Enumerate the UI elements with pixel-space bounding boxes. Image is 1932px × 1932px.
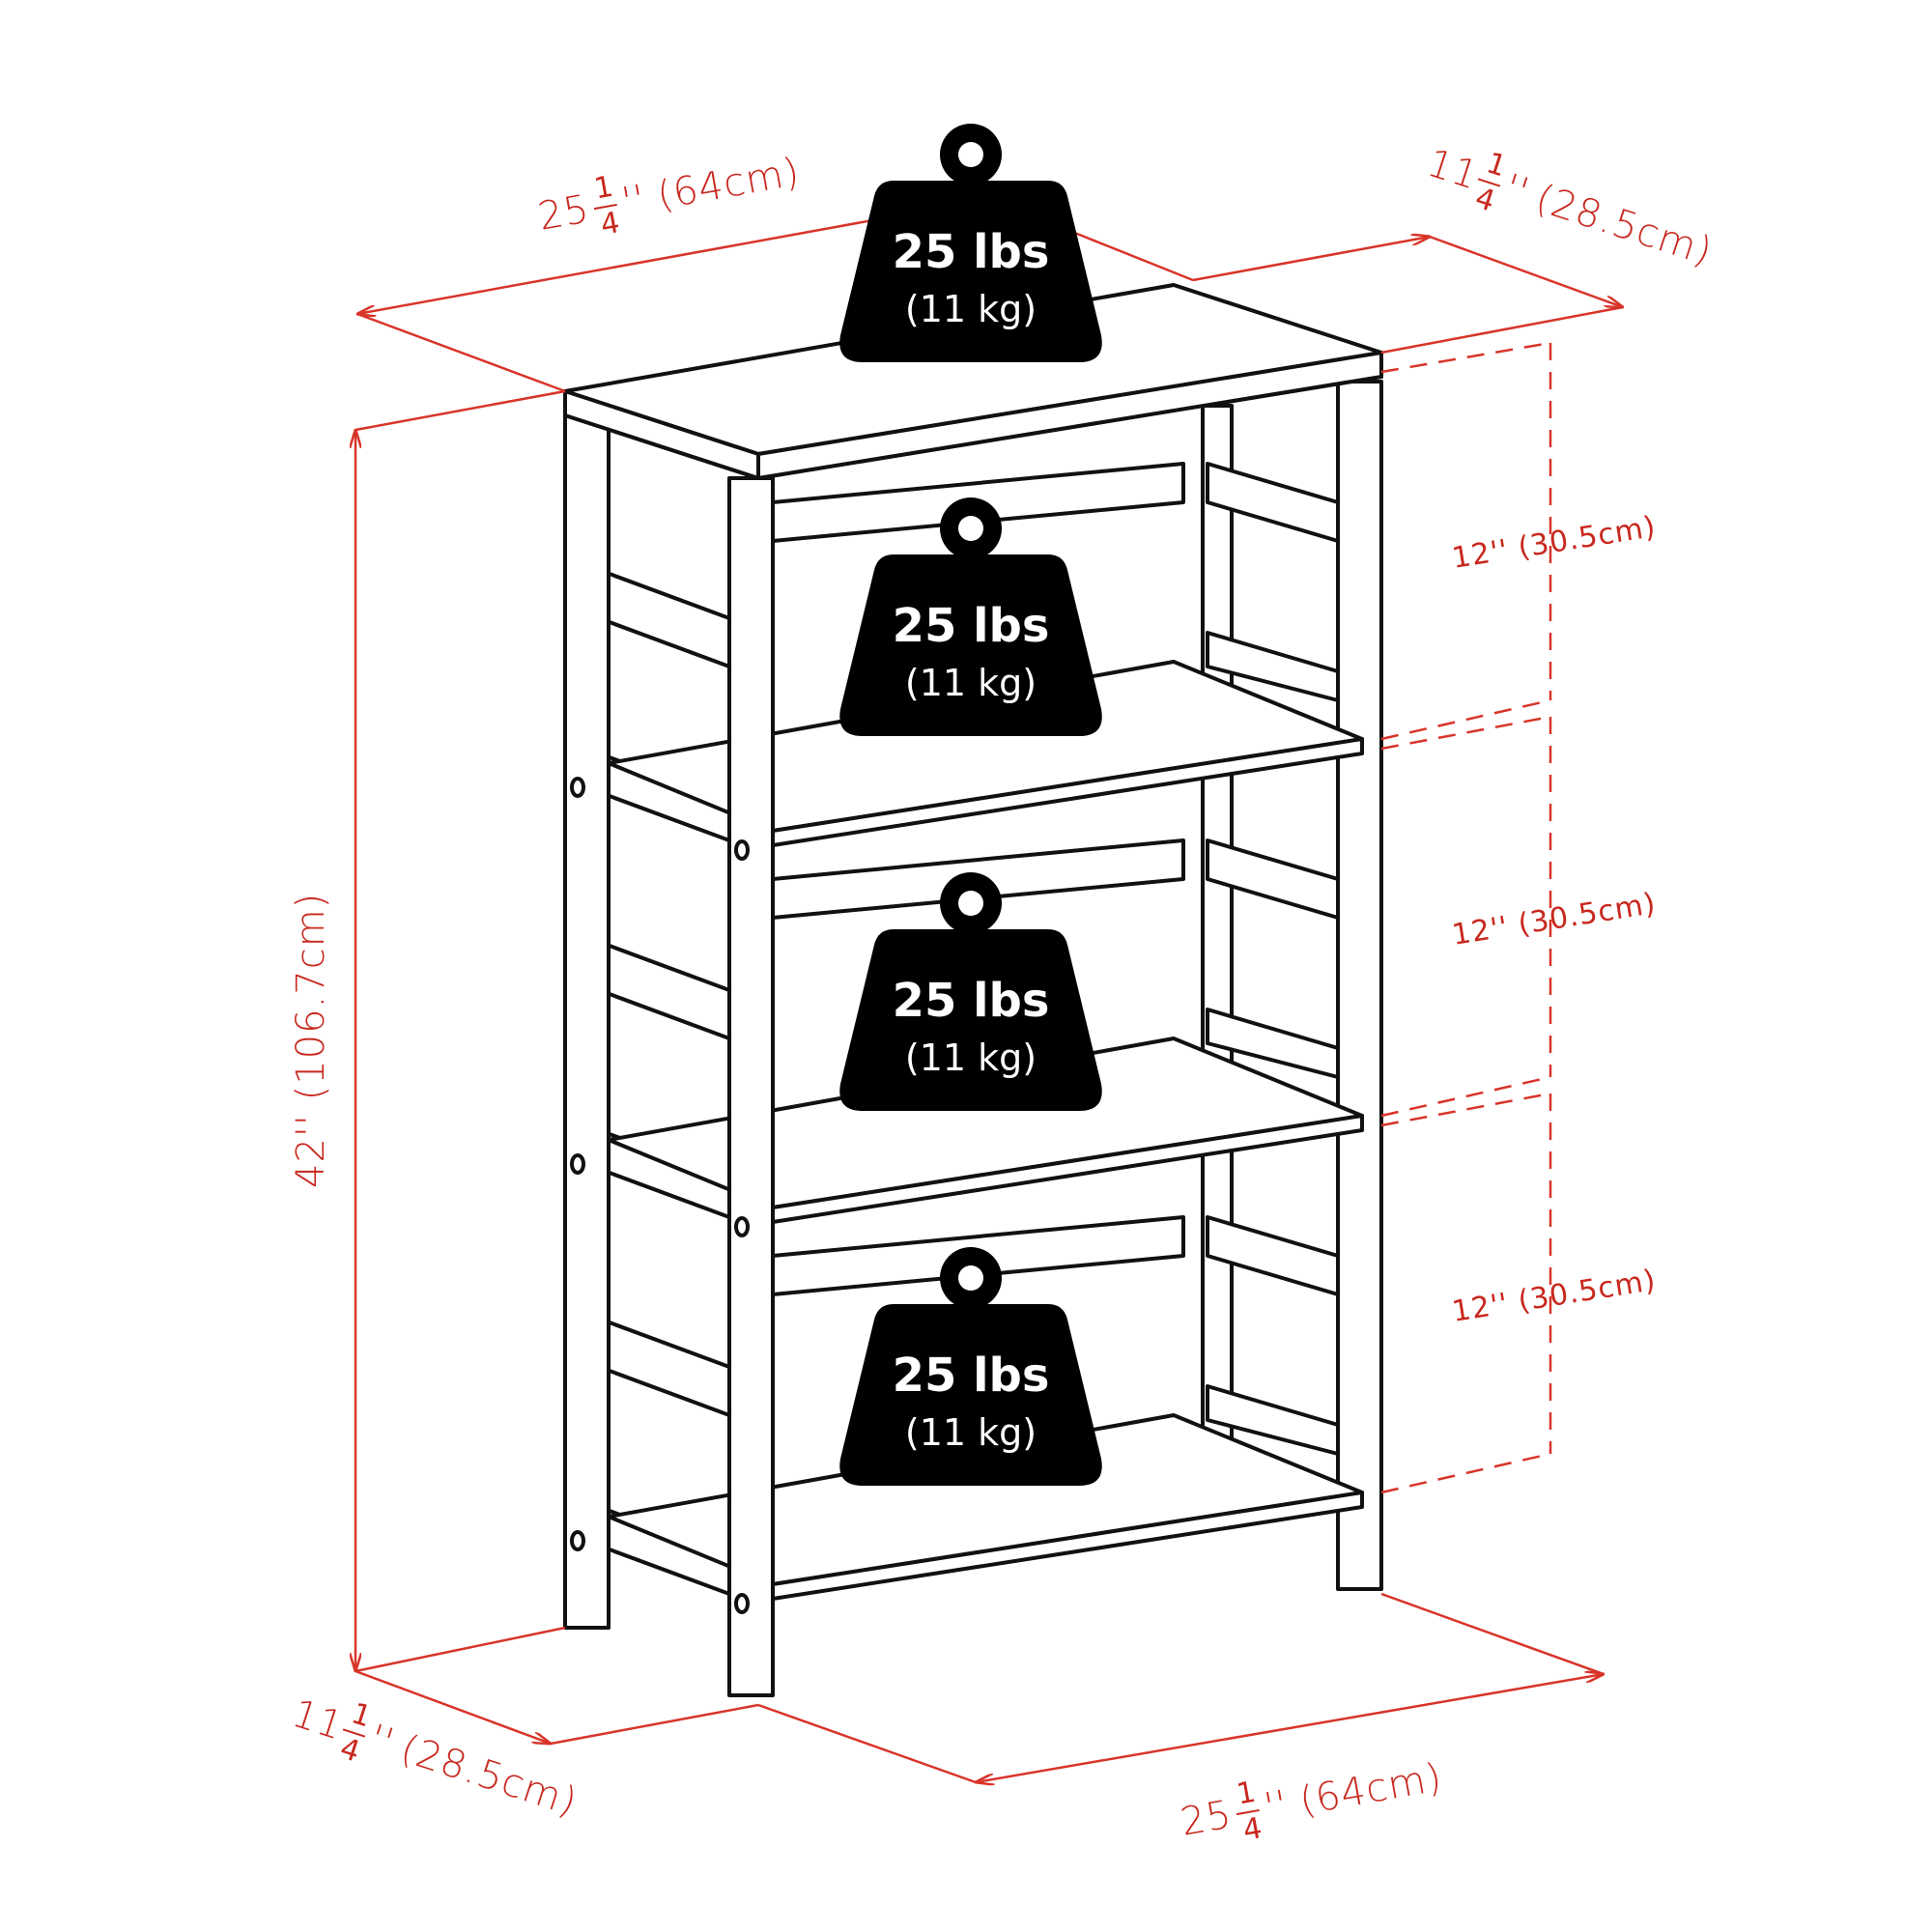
svg-text:1: 1 (592, 170, 616, 207)
svg-text:(28.5cm): (28.5cm) (395, 1726, 582, 1825)
svg-text:25: 25 (1178, 1792, 1236, 1844)
dim-bottom-depth: 11 1 4 '' (28.5cm) (287, 1691, 582, 1826)
weight-kg-label: (11 kg) (905, 1037, 1037, 1079)
left-side-rails (597, 568, 731, 1596)
svg-text:1: 1 (347, 1696, 375, 1734)
weight-icon-4: 25 lbs (11 kg) (839, 1247, 1102, 1486)
svg-text:(28.5cm): (28.5cm) (1530, 176, 1718, 274)
dim-top-width: 25 1 4 '' (64cm) (535, 150, 804, 242)
weight-icons: 25 lbs(11 kg)25 lbs(11 kg)25 lbs(11 kg)2… (839, 124, 1102, 1486)
dimension-lines (355, 215, 1623, 1782)
weight-kg-label: (11 kg) (905, 288, 1037, 330)
svg-text:(64cm): (64cm) (654, 150, 804, 218)
svg-text:'': '' (364, 1717, 400, 1766)
weight-icon-2: 25 lbs (11 kg) (839, 497, 1102, 736)
weight-body (839, 181, 1102, 362)
dowel-holes (570, 777, 750, 1614)
svg-text:11: 11 (287, 1691, 350, 1749)
shelves (607, 660, 1364, 1601)
dim-shelf-spacing-2: 12'' (30.5cm) (1450, 887, 1659, 952)
weight-ring-hole (958, 891, 983, 916)
dim-shelf-spacing-3: 12'' (30.5cm) (1450, 1264, 1659, 1329)
weight-icon-3: 25 lbs (11 kg) (839, 872, 1102, 1111)
weight-body (839, 929, 1102, 1111)
right-side-rails (1206, 462, 1340, 1456)
weight-ring-hole (958, 1265, 983, 1291)
weight-body (839, 554, 1102, 736)
back-inner-post (1201, 404, 1234, 1451)
weight-ring-hole (958, 142, 983, 167)
weight-ring-hole (958, 516, 983, 541)
weight-icon-1: 25 lbs (11 kg) (839, 124, 1102, 362)
front-corner-post (727, 476, 775, 1697)
svg-text:'': '' (1499, 166, 1535, 215)
svg-text:'': '' (1261, 1782, 1292, 1830)
dim-bottom-width: 25 1 4 '' (64cm) (1178, 1755, 1446, 1848)
weight-kg-label: (11 kg) (905, 1411, 1037, 1454)
svg-text:4: 4 (336, 1731, 364, 1769)
svg-text:25: 25 (535, 186, 593, 239)
svg-text:1: 1 (1235, 1776, 1259, 1812)
dim-height: 42'' (106.7cm) (289, 893, 333, 1188)
svg-text:11: 11 (1422, 141, 1485, 199)
dim-top-depth: 11 1 4 '' (28.5cm) (1422, 141, 1718, 275)
svg-text:(64cm): (64cm) (1296, 1755, 1446, 1824)
svg-text:1: 1 (1482, 146, 1510, 184)
weight-lbs-label: 25 lbs (893, 225, 1050, 279)
bookshelf-drawing (563, 283, 1383, 1697)
svg-text:'': '' (618, 177, 649, 224)
front-left-rear-post (563, 389, 611, 1630)
weight-kg-label: (11 kg) (905, 662, 1037, 704)
weight-lbs-label: 25 lbs (893, 599, 1050, 653)
weight-body (839, 1304, 1102, 1486)
svg-text:4: 4 (1240, 1811, 1264, 1848)
svg-text:4: 4 (1471, 181, 1499, 218)
dim-shelf-spacing-1: 12'' (30.5cm) (1450, 510, 1659, 576)
svg-text:4: 4 (598, 206, 622, 242)
weight-lbs-label: 25 lbs (893, 1349, 1050, 1403)
back-right-post (1336, 380, 1383, 1591)
weight-lbs-label: 25 lbs (893, 974, 1050, 1028)
